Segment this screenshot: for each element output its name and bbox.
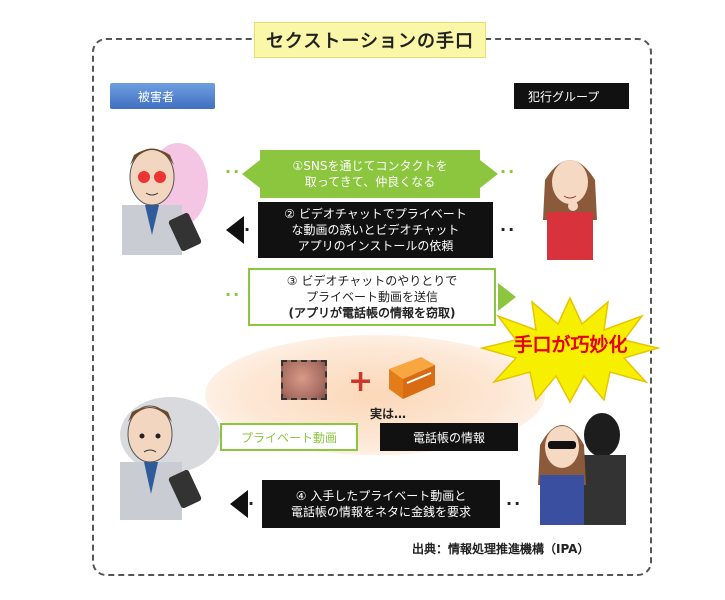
private-video-box: プライベート動画 [220,423,358,451]
step1-dots-left: ·· [225,162,242,181]
step4-line1: ④ 入手したプライベート動画と [295,488,467,503]
burst-starburst [480,296,660,404]
group-label: 犯行グループ [514,83,629,109]
victim-happy-figure [122,143,208,255]
phonebook-box: 電話帳の情報 [380,423,518,451]
victim-worried-figure [120,397,220,520]
step1-dots-right: ·· [500,162,517,181]
step1-arrow-tip-left [242,160,260,188]
step3-arrow: ③ ビデオチャットのやりとりで プライベート動画を送信 (アプリが電話帳の情報を… [248,268,496,326]
step1-line1: ①SNSを通じてコンタクトを [292,158,448,173]
step1-arrow-tip-right [480,160,498,188]
step2-arrow-tip [226,216,244,244]
step2-dots-left: · [244,220,253,239]
step4-dots-left: · [248,494,257,513]
reveal-text: 実は… [370,407,407,421]
step2-line1: ② ビデオチャットでプライベート [284,206,467,221]
source-credit: 出典：情報処理推進機構（IPA） [412,542,590,556]
private-video-thumbnail [281,360,327,400]
step2-arrow: ② ビデオチャットでプライベート な動画の誘いとビデオチャット アプリのインスト… [258,202,493,258]
phonebook-icon [389,357,435,399]
step2-dots-right: ·· [500,220,517,239]
step3-arrow-tip [498,283,516,311]
step1-arrow: ①SNSを通じてコンタクトを 取ってきて、仲良くなる [260,150,480,198]
burst-text: 手口が巧妙化 [513,334,628,356]
step3-line2: プライベート動画を送信 [305,289,438,304]
step2-line2: な動画の誘いとビデオチャット [291,222,460,237]
perpetrator-woman-figure [543,160,597,260]
step3-line1: ③ ビデオチャットのやりとりで [286,273,458,288]
step3-dots-left: ·· [225,285,242,304]
perpetrator-group-figure [538,413,626,525]
victim-label: 被害者 [110,83,215,109]
diagram-title: セクストーションの手口 [254,22,486,58]
step1-line2: 取ってきて、仲良くなる [304,175,436,189]
step4-arrow: ④ 入手したプライベート動画と 電話帳の情報をネタに金銭を要求 [262,480,500,528]
step3-line3: (アプリが電話帳の情報を窃取) [288,306,456,321]
step2-line3: アプリのインストールの依頼 [297,239,454,254]
step4-arrow-tip [230,490,248,518]
step4-line2: 電話帳の情報をネタに金銭を要求 [290,505,471,519]
step4-dots-right: ·· [506,494,523,513]
plus-icon: + [348,364,374,399]
